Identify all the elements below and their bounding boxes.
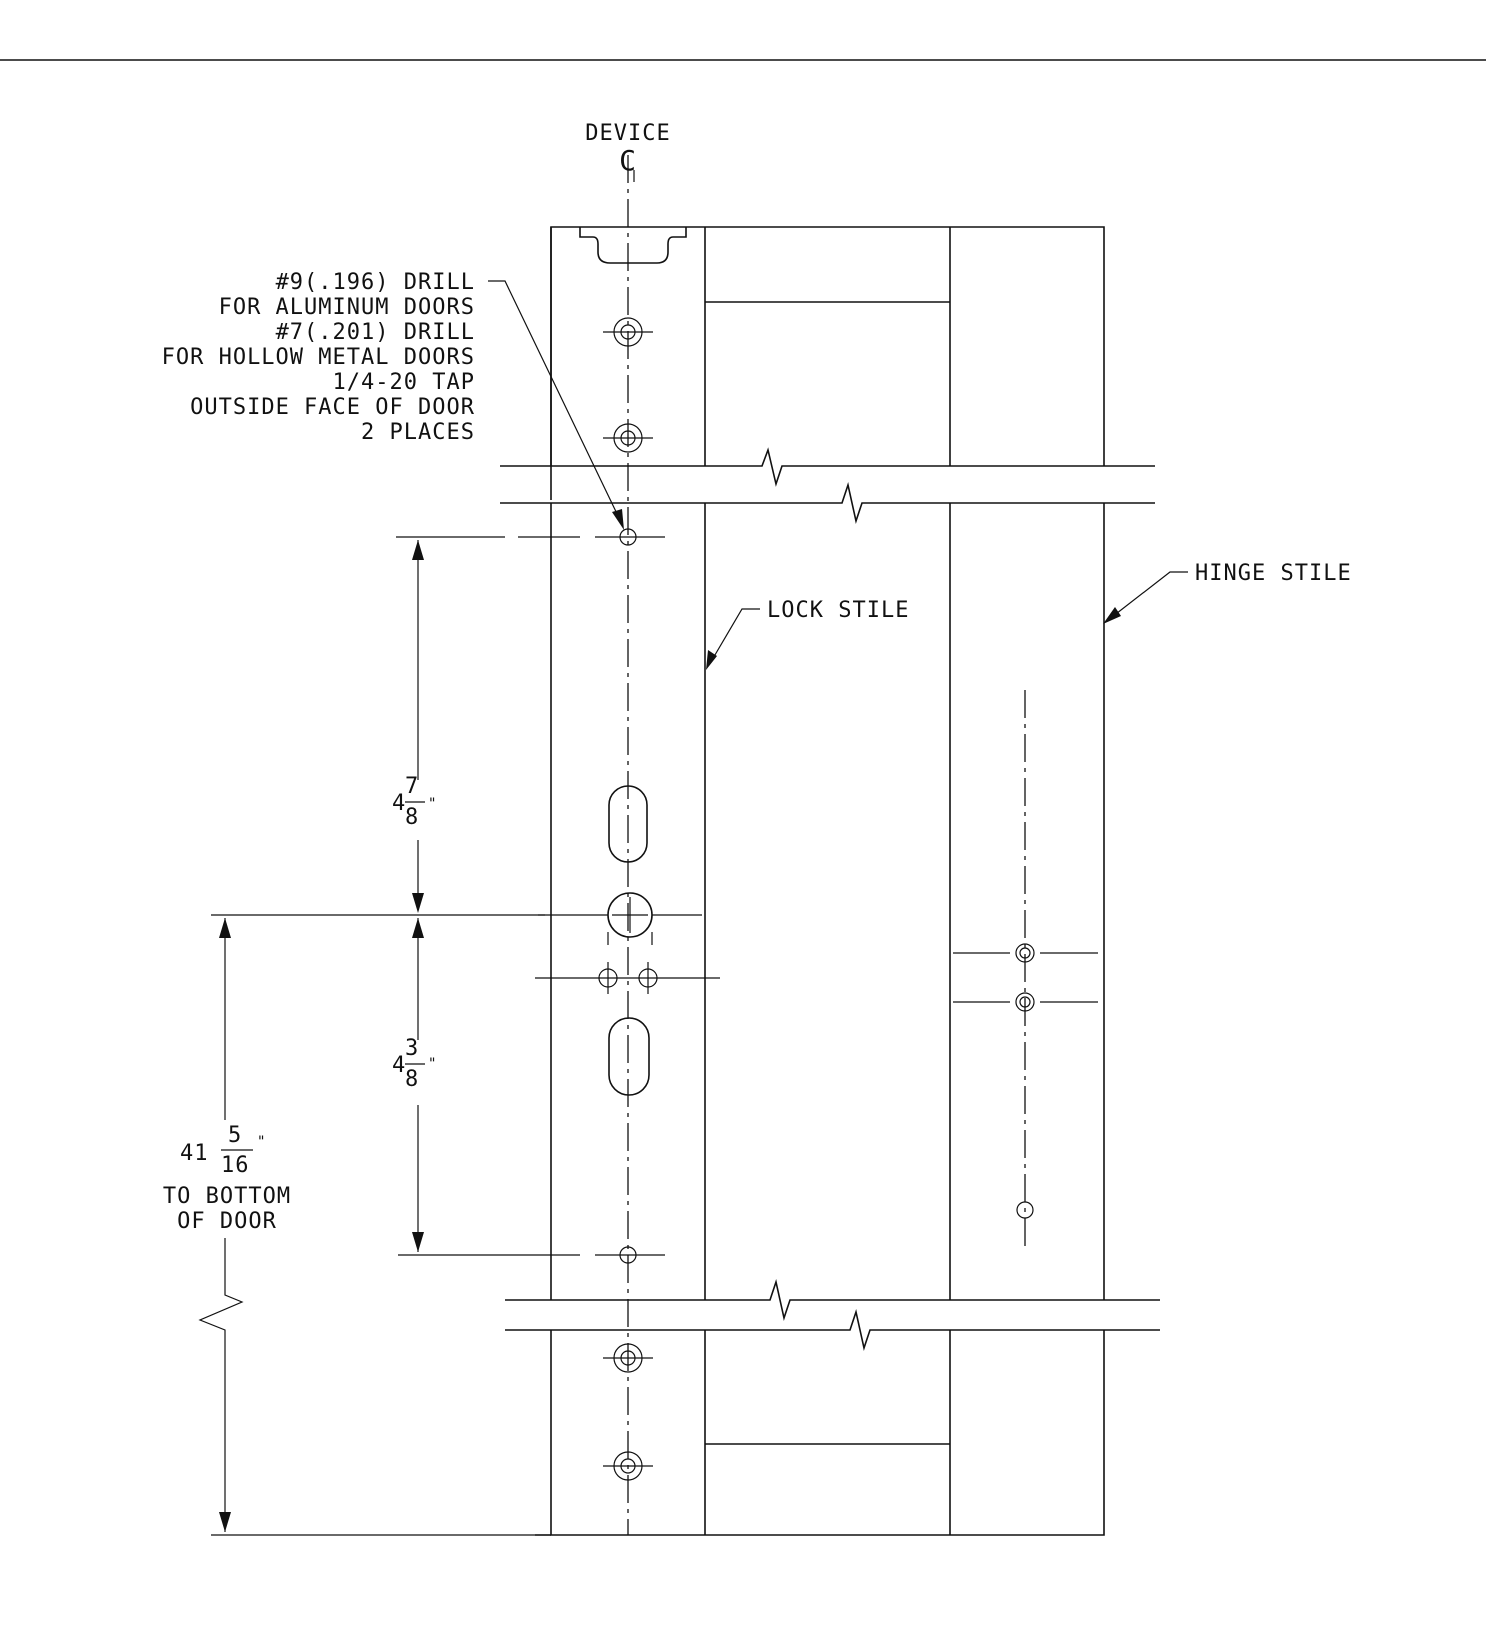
door-bottom-section	[535, 1330, 1105, 1536]
dim-bottom-num: 5	[228, 1123, 242, 1148]
dim-upper-num: 7	[405, 774, 419, 799]
lock-screw-holes	[535, 962, 720, 994]
upper-break-lines	[500, 447, 1155, 524]
dim-bottom-whole: 41	[180, 1141, 209, 1166]
upper-slot-cutout	[608, 785, 648, 863]
upper-drill-hole	[396, 528, 665, 546]
dim-bottom-den: 16	[221, 1153, 250, 1178]
top-mounting-hole-2	[603, 423, 653, 453]
drill-note: #9(.196) DRILL FOR ALUMINUM DOORS #7(.20…	[162, 270, 475, 445]
drill-note-line: OUTSIDE FACE OF DOOR	[190, 395, 475, 420]
drill-note-leader	[488, 280, 624, 530]
dim-lower-den: 8	[405, 1067, 419, 1092]
hinge-hole-bottom	[1016, 1201, 1034, 1219]
hinge-stile-leader	[1103, 571, 1188, 624]
dimension-bottom: 41 5 16 " TO BOTTOM OF DOOR	[163, 918, 535, 1536]
drill-note-line: 2 PLACES	[361, 420, 475, 445]
dim-lower-whole: 4	[392, 1053, 406, 1078]
top-mounting-hole-1	[603, 317, 653, 347]
lower-slot-cutout	[608, 1017, 650, 1096]
dim-upper-whole: 4	[392, 791, 406, 816]
device-centerline-label: DEVICE	[585, 121, 670, 146]
lock-stile-label: LOCK STILE	[767, 598, 909, 623]
lower-drill-hole	[398, 1246, 665, 1264]
drill-note-line: FOR ALUMINUM DOORS	[219, 295, 475, 320]
drill-note-line: FOR HOLLOW METAL DOORS	[162, 345, 475, 370]
hinge-hole-lower	[953, 992, 1098, 1012]
dimension-lower: 4 3 8 "	[392, 918, 437, 1252]
bottom-mounting-hole-2	[603, 1451, 653, 1481]
drill-note-line: 1/4-20 TAP	[333, 370, 475, 395]
dim-bottom-unit: "	[257, 1134, 266, 1150]
dim-bottom-note-line: TO BOTTOM	[163, 1184, 291, 1209]
door-middle-section	[550, 503, 1105, 1300]
drill-note-line: #7(.201) DRILL	[276, 320, 475, 345]
dim-upper-den: 8	[405, 805, 419, 830]
dim-upper-unit: "	[428, 796, 437, 812]
lower-break-lines	[505, 1279, 1160, 1351]
dim-lower-unit: "	[428, 1056, 437, 1072]
lock-stile-leader	[706, 608, 760, 670]
door-top-section	[550, 226, 1105, 500]
dim-bottom-note-line: OF DOOR	[177, 1209, 277, 1234]
dim-lower-num: 3	[405, 1036, 419, 1061]
hinge-stile-label: HINGE STILE	[1195, 561, 1352, 586]
hinge-hole-upper	[953, 943, 1098, 963]
drill-note-line: #9(.196) DRILL	[276, 270, 475, 295]
dimension-upper: 4 7 8 "	[392, 540, 437, 913]
cylinder-hole	[538, 892, 702, 945]
bottom-mounting-hole-1	[603, 1343, 653, 1373]
